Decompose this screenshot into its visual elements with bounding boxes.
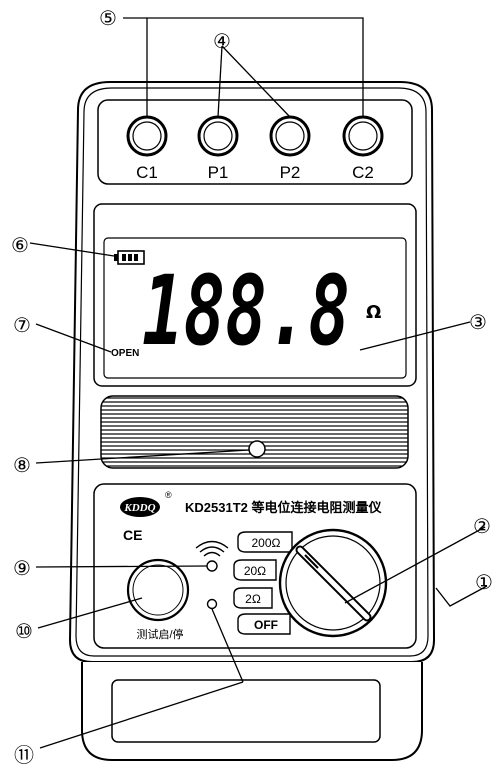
- brand-logo: KDDQ ®: [120, 490, 172, 517]
- device-case-inner: [75, 87, 429, 657]
- brand-logo-text: KDDQ: [123, 502, 155, 514]
- terminal-p2[interactable]: [269, 115, 311, 157]
- terminal-p1[interactable]: [197, 115, 239, 157]
- terminal-socket-icon: [342, 115, 384, 157]
- terminal-label-p2: P2: [280, 163, 301, 182]
- callout-1: ①: [475, 570, 493, 594]
- range-selector-knob[interactable]: [278, 528, 388, 638]
- callout-2: ②: [473, 514, 491, 538]
- range-200-ohm[interactable]: 200Ω: [237, 531, 293, 553]
- range-2-ohm-label: 2Ω: [245, 592, 261, 606]
- open-indicator: OPEN: [111, 348, 139, 359]
- ir-sensor: [206, 560, 218, 572]
- terminal-socket-icon: [197, 115, 239, 157]
- terminal-socket-icon: [269, 115, 311, 157]
- callout-7: ⑦: [13, 313, 31, 337]
- battery-icon: [114, 250, 145, 265]
- range-200-ohm-label: 200Ω: [252, 536, 281, 550]
- callout-9: ⑨: [13, 556, 31, 580]
- terminal-socket-icon: [126, 115, 168, 157]
- lcd-reading: 188.8: [142, 255, 350, 367]
- status-led: [206, 598, 218, 610]
- wireless-icon: [195, 540, 229, 557]
- terminal-label-c2: C2: [352, 163, 374, 182]
- callout-10: ⑩: [15, 619, 33, 643]
- range-off-label: OFF: [254, 618, 278, 632]
- range-off[interactable]: OFF: [237, 613, 291, 635]
- ce-mark: CE: [123, 527, 142, 543]
- callout-4: ④: [213, 29, 231, 53]
- test-button[interactable]: [126, 558, 190, 622]
- speaker-grille: [100, 395, 409, 469]
- callout-8: ⑧: [13, 453, 31, 477]
- battery-cover: [111, 679, 381, 743]
- registered-mark: ®: [165, 490, 172, 500]
- knob-pointer: [304, 554, 319, 569]
- model-label: KD2531T2 等电位连接电阻测量仪: [185, 500, 382, 515]
- callout-3: ③: [469, 310, 487, 334]
- leader-lines: [29, 17, 488, 749]
- lcd-window: [103, 237, 407, 379]
- test-button-label: 测试启/停: [136, 627, 183, 641]
- terminal-c2[interactable]: [342, 115, 384, 157]
- lcd-unit: Ω: [366, 302, 381, 323]
- range-2-ohm[interactable]: 2Ω: [233, 587, 273, 609]
- terminal-panel: [97, 99, 413, 185]
- callout-11: ⑪: [14, 743, 34, 767]
- terminal-label-c1: C1: [136, 163, 158, 182]
- indicator-lamp: [248, 440, 266, 458]
- range-20-ohm[interactable]: 20Ω: [233, 559, 277, 581]
- terminal-label-p1: P1: [208, 163, 229, 182]
- range-20-ohm-label: 20Ω: [244, 564, 266, 578]
- callout-5: ⑤: [99, 6, 117, 30]
- callout-6: ⑥: [11, 233, 29, 257]
- terminal-c1[interactable]: [126, 115, 168, 157]
